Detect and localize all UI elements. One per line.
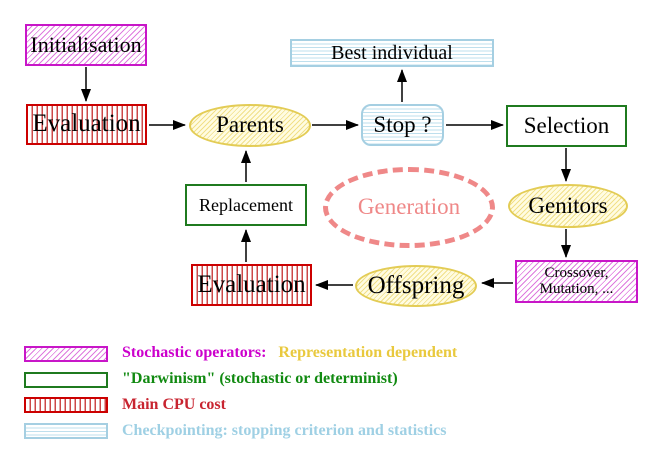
node-replacement: Replacement	[185, 184, 307, 226]
node-best-individual: Best individual	[290, 39, 494, 67]
node-stop: Stop ?	[361, 104, 444, 146]
node-parents: Parents	[189, 104, 311, 147]
legend-swatch-magenta-hatch	[24, 346, 108, 362]
node-offspring: Offspring	[355, 265, 477, 307]
legend-label-checkpointing: Checkpointing: stopping criterion and st…	[122, 422, 447, 439]
legend-swatch-cyan-stripes	[24, 423, 108, 439]
node-initialisation: Initialisation	[25, 24, 147, 66]
legend-swatch-red-stripes	[24, 397, 108, 413]
legend-swatch-green-hatch	[24, 372, 108, 388]
node-crossover-mutation: Crossover, Mutation, ...	[515, 260, 638, 303]
legend-label-part2: Representation dependent	[278, 344, 458, 361]
node-evaluation-bottom: Evaluation	[191, 264, 312, 306]
crossover-line1: Crossover,	[544, 264, 609, 281]
node-evaluation-top: Evaluation	[26, 104, 147, 145]
node-selection: Selection	[506, 105, 627, 147]
legend-label-part1: Stochastic operators:	[122, 344, 267, 361]
crossover-line2: Mutation, ...	[539, 280, 614, 297]
legend-label-darwinism: "Darwinism" (stochastic or determinist)	[122, 370, 398, 387]
node-genitors: Genitors	[508, 184, 628, 228]
node-generation: Generation	[323, 167, 495, 248]
legend-label-stochastic-operators: Stochastic operators: Representation dep…	[122, 344, 457, 362]
legend-label-main-cpu-cost: Main CPU cost	[122, 396, 226, 413]
